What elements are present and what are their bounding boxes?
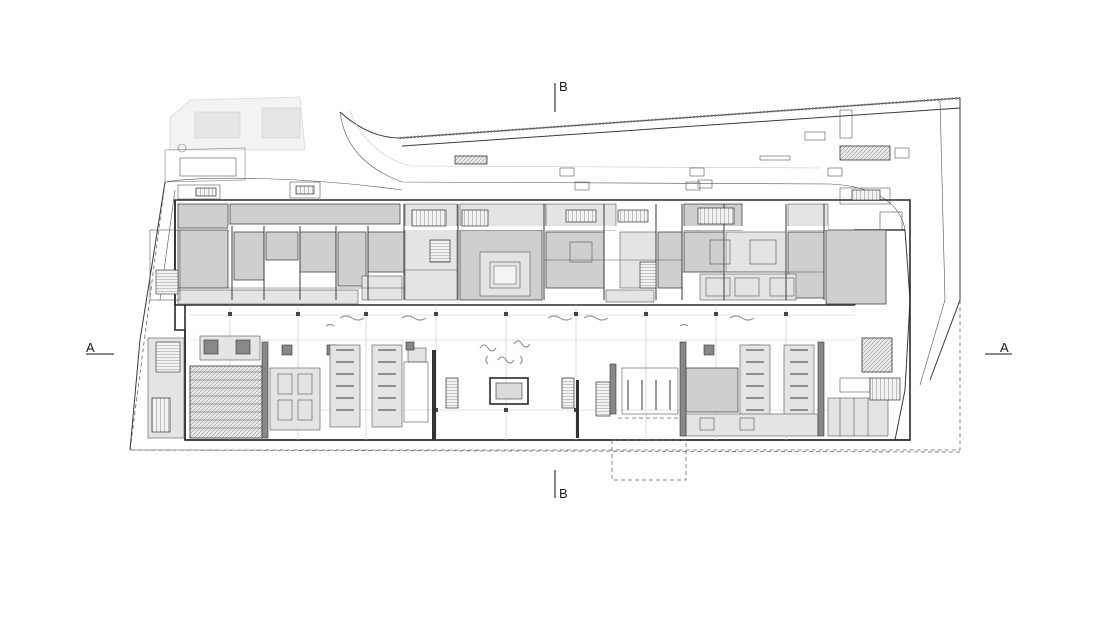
section-mark-left: A — [86, 340, 114, 355]
section-mark-bottom: B — [554, 470, 568, 501]
north-annexes — [177, 181, 903, 231]
section-label-left: A — [86, 340, 95, 355]
building-outline — [174, 199, 911, 481]
section-label-right: A — [1000, 340, 1009, 355]
section-label-bottom: B — [559, 486, 568, 501]
road-vehicles — [454, 109, 910, 191]
section-mark-right: A — [985, 340, 1012, 355]
south-rooms — [147, 229, 901, 440]
site-boundary — [129, 96, 961, 453]
north-stairs — [411, 207, 735, 289]
section-label-top: B — [559, 79, 568, 94]
section-mark-top: B — [554, 79, 568, 112]
north-wing-rooms — [177, 203, 887, 305]
context-buildings — [164, 96, 306, 183]
